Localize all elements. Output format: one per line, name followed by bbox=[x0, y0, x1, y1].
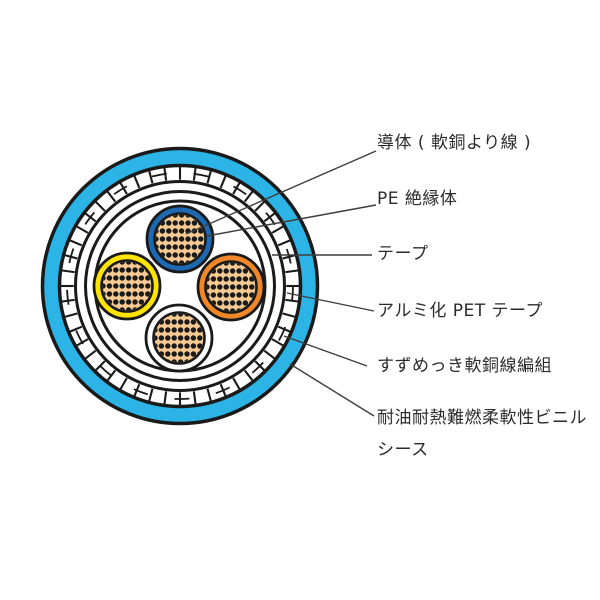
label-pe-insulation: PE 絶縁体 bbox=[377, 189, 458, 209]
label-sheath-line1: 耐油耐熱難燃柔軟性ビニル bbox=[377, 408, 587, 428]
leader-pe-insulation bbox=[206, 204, 377, 237]
core-left-yellow bbox=[92, 251, 162, 321]
label-al-pet-tape: アルミ化 PET テープ bbox=[377, 301, 543, 321]
label-conductor: 導体 ( 軟銅より線 ) bbox=[377, 133, 532, 153]
leader-lines bbox=[185, 150, 377, 417]
label-braid: すずめっき軟銅線編組 bbox=[377, 356, 552, 376]
core-top-blue bbox=[145, 204, 215, 274]
leader-sheath bbox=[289, 363, 375, 417]
leader-al-pet-tape bbox=[286, 292, 375, 312]
leader-braid bbox=[283, 335, 368, 367]
leader-conductor bbox=[185, 150, 377, 235]
braid-ticks bbox=[60, 166, 300, 406]
core-bottom-white bbox=[144, 303, 214, 373]
core-right-orange bbox=[196, 252, 266, 322]
label-sheath-line2: シース bbox=[377, 440, 429, 460]
label-tape: テープ bbox=[377, 244, 429, 264]
